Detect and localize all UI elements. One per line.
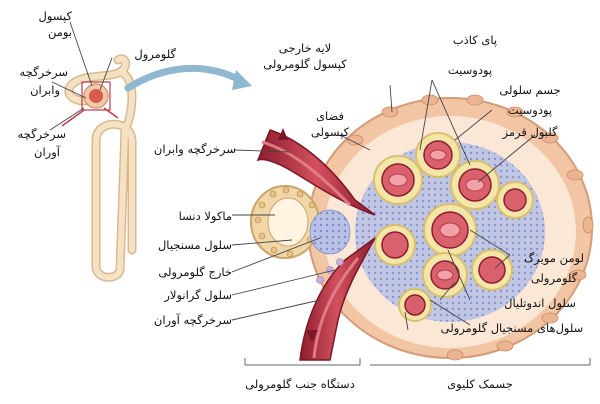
glomerular-capillaries [373,132,534,322]
label-macula-densa: ماکولا دنسا [178,209,232,223]
label-mesangial-cell: سلول مسنجیال [157,238,232,252]
granular-cells [316,258,344,284]
label-afferent-small-2: آوران [34,145,60,159]
label-capsular-space-1: فضای [316,109,344,123]
efferent-arteriole [256,129,376,216]
label-afferent-arteriole: سرخرگچه آوران [153,313,232,327]
label-pseudopodia-2: پودوسیت [447,63,493,77]
label-capsule-1: کپسول [38,9,72,23]
capillary [415,132,461,178]
capillary [496,181,534,219]
extraglomerular-mesangium [309,209,351,255]
capillary [373,155,423,205]
capillary [423,203,477,257]
label-glomerular-mesangial: سلول‌های مسنجیال گلومرولی [440,321,584,335]
label-afferent-small-1: سرخرگچه [17,127,67,141]
label-renal-corpuscle: جسمک کلیوی [447,377,513,391]
label-podocyte-body-2: پودوسیت [507,103,553,117]
label-glomerulus: گلومرول [134,47,176,61]
label-outer-layer-2: کپسول گلومرولی [263,57,347,71]
leader-lines [49,21,536,331]
macula-densa-tubule [250,185,320,259]
region-brackets [244,358,591,366]
renal-corpuscle [307,94,594,361]
label-red-blood-cell: گلبول قرمز [502,125,558,139]
label-capillary-lumen-1: لومن مویرگ [524,251,584,265]
label-efferent-small-1: سرخرگچه [19,65,69,79]
efferent-flow-arrow [278,128,288,140]
label-capillary-lumen-2: گلومرولی [530,271,578,285]
zoom-arrow [124,64,244,92]
label-capsule-2: بومن [47,25,72,39]
label-podocyte-body-1: جسم سلولی [499,83,561,97]
capillary [450,160,500,210]
label-extraglomerular: خارج گلومرولی [158,265,232,279]
zoom-arrow-head [232,70,252,90]
label-efferent-arteriole: سرخرگچه وابران [153,142,236,156]
label-endothelial-cell: سلول اندوتلیال [504,296,576,310]
label-granular-cell: سلول گرانولار [164,288,232,302]
nephron-overview [61,54,137,282]
label-outer-layer-1: لایه خارجی [278,41,332,55]
capillary [398,288,432,322]
label-jg-apparatus: دستگاه جنب گلومرولی [245,377,355,391]
capillary [422,252,468,298]
label-pseudopodia-1: پای کاذب [452,33,498,47]
capillary [374,224,416,266]
capillary [471,249,513,291]
label-capsular-space-2: کپسولی [310,125,350,139]
label-efferent-small-2: وابران [30,83,60,97]
afferent-arteriole [299,237,376,361]
afferent-flow-arrow [306,330,318,342]
small-glomerulus [89,89,103,103]
